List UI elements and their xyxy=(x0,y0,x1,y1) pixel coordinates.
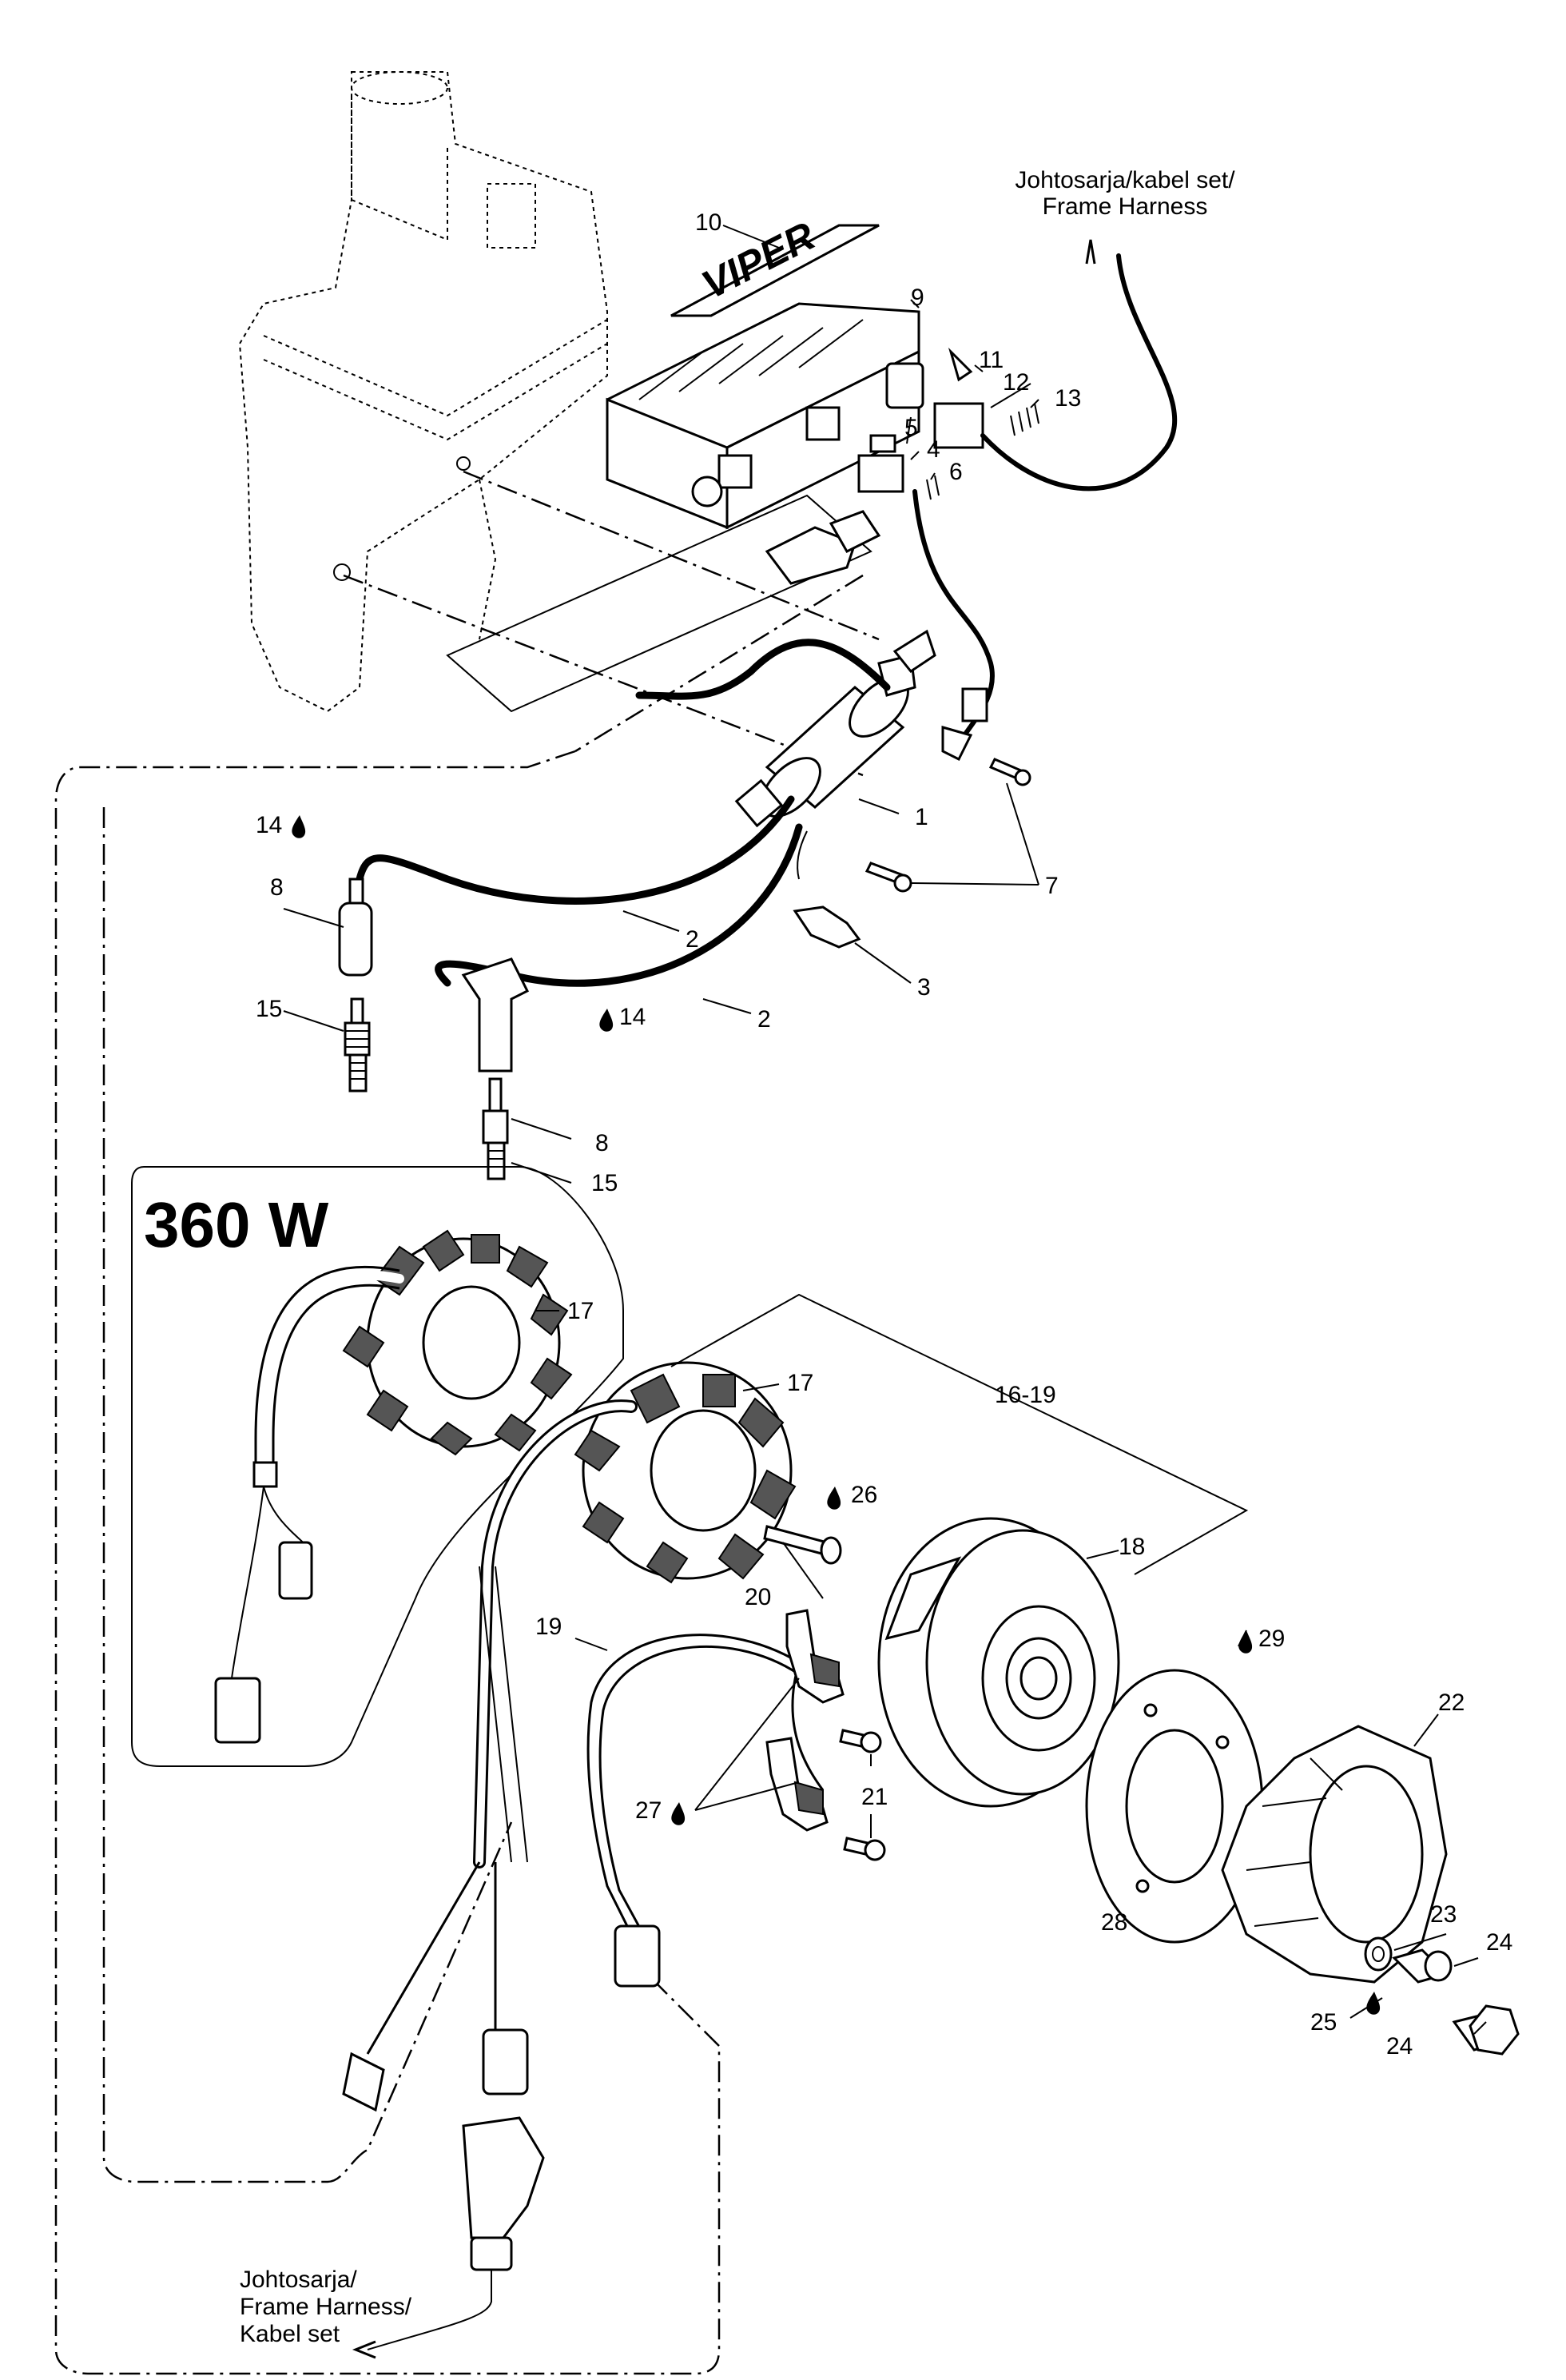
frame-harness-note-top: Johtosarja/kabel set/ Frame Harness xyxy=(1015,167,1235,220)
inset-label: 360 W xyxy=(144,1189,329,1260)
note-top-line2: Frame Harness xyxy=(1043,193,1208,220)
oil-drop-icon xyxy=(292,815,1381,2015)
note-bottom-line1: Johtosarja/ xyxy=(240,2267,357,2293)
spark-plug-left xyxy=(344,997,371,1092)
spark-plug-cap-right xyxy=(461,957,530,1073)
callout-20: 20 xyxy=(745,1584,771,1610)
callout-14b: 14 xyxy=(619,1004,646,1030)
ecu-module xyxy=(606,302,924,530)
callout-28: 28 xyxy=(1101,1909,1127,1936)
callout-8b: 8 xyxy=(595,1130,609,1156)
callout-17b: 17 xyxy=(787,1370,813,1396)
callout-23: 23 xyxy=(1430,1901,1457,1928)
callout-24a: 24 xyxy=(1486,1929,1512,1956)
flywheel xyxy=(877,1517,1120,1808)
callout-3: 3 xyxy=(917,974,931,1001)
callout-17a: 17 xyxy=(567,1298,594,1324)
callout-11: 11 xyxy=(979,347,1004,373)
callout-4: 4 xyxy=(927,436,940,463)
stator-screw xyxy=(763,1525,842,1565)
callout-13: 13 xyxy=(1055,385,1081,412)
note-bottom-line3: Kabel set xyxy=(240,2321,340,2347)
flywheel-bolt-lower xyxy=(1452,2004,1520,2056)
callout-24b: 24 xyxy=(1386,2033,1413,2060)
frame-harness-note-bottom: Johtosarja/ Frame Harness/ Kabel set xyxy=(240,2267,412,2347)
callout-2a: 2 xyxy=(686,926,699,953)
stator-main xyxy=(574,1361,797,1584)
trigger-coil-upper xyxy=(785,1609,845,1704)
oil-tank xyxy=(238,71,608,713)
callout-9: 9 xyxy=(911,285,924,311)
callout-21: 21 xyxy=(861,1784,888,1810)
callout-18: 18 xyxy=(1119,1534,1145,1560)
callout-29: 29 xyxy=(1258,1626,1285,1652)
trigger-screws xyxy=(839,1729,886,1861)
callout-26: 26 xyxy=(851,1482,877,1508)
callout-14a: 14 xyxy=(256,812,282,838)
note-top-line1: Johtosarja/kabel set/ xyxy=(1015,167,1235,193)
callout-2b: 2 xyxy=(757,1006,771,1033)
callout-22: 22 xyxy=(1438,1689,1465,1716)
ecu-connectors xyxy=(857,347,1039,500)
callout-8a: 8 xyxy=(270,874,284,901)
callout-15b: 15 xyxy=(591,1170,618,1196)
washer xyxy=(1364,1936,1393,1972)
callouts: 10 9 11 12 13 5 4 6 1 7 2 2 3 14 14 8 15… xyxy=(256,209,1512,2060)
bracket-16-19 xyxy=(670,1293,1249,1575)
callout-15a: 15 xyxy=(256,996,282,1022)
callout-25: 25 xyxy=(1310,2009,1337,2036)
callout-19: 19 xyxy=(535,1614,562,1640)
callout-5: 5 xyxy=(904,415,918,441)
callout-16-19: 16-19 xyxy=(995,1382,1056,1408)
note-bottom-line2: Frame Harness/ xyxy=(240,2294,412,2320)
trigger-coil-lower xyxy=(765,1737,829,1832)
inset-360w: 360 W xyxy=(131,1166,624,1767)
callout-27: 27 xyxy=(635,1797,662,1824)
wire-clip xyxy=(793,905,861,949)
callout-12: 12 xyxy=(1003,369,1029,396)
starter-cup xyxy=(1221,1725,1448,1984)
flywheel-bolt-upper xyxy=(1392,1948,1453,1984)
callout-10: 10 xyxy=(695,209,721,236)
ignition-coil xyxy=(734,629,936,828)
flywheel-spacer xyxy=(1085,1669,1264,1944)
callout-1: 1 xyxy=(915,804,928,830)
coil-screw xyxy=(864,758,1031,893)
stator-360w xyxy=(342,1229,573,1456)
callout-6: 6 xyxy=(949,459,963,485)
spark-plug-right xyxy=(482,1077,509,1180)
spark-plug-cap-left xyxy=(338,878,373,977)
callout-7: 7 xyxy=(1045,873,1059,899)
